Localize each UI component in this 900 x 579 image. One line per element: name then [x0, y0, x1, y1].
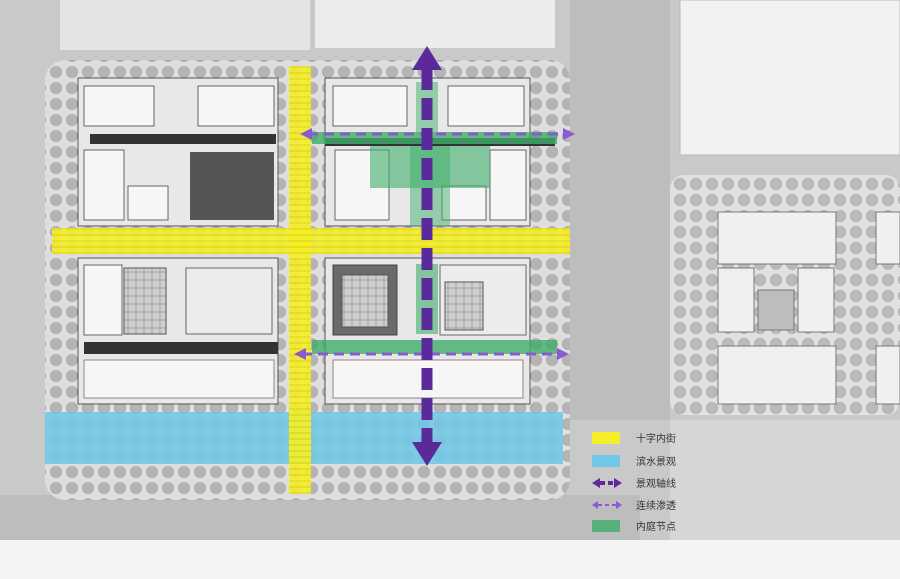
- ne-building-2: [447, 85, 525, 127]
- legend-label-courtyard-node: 内庭节点: [636, 520, 676, 533]
- north-building-right: [315, 0, 555, 48]
- se-building-grid: [341, 274, 389, 328]
- north-building-left: [60, 0, 310, 50]
- east-building-2: [717, 267, 755, 333]
- legend-swatch-waterfront: [592, 455, 620, 467]
- cross-street-vertical: [289, 66, 311, 494]
- sw-building-grid: [123, 267, 167, 335]
- continuous-permeation-north: [300, 128, 575, 140]
- legend-swatch-continuous-permeation: [592, 501, 622, 509]
- cross-street-horizontal: [52, 228, 570, 254]
- legend-swatch-courtyard-node: [592, 520, 620, 532]
- landscape-axis: [412, 46, 442, 466]
- legend-label-continuous-permeation: 连续渗透: [636, 499, 676, 512]
- legend-label-landscape-axis: 景观轴线: [636, 477, 676, 490]
- legend-swatch-landscape-axis: [592, 478, 622, 488]
- road-vertical-east: [570, 0, 670, 420]
- legend: 十字内街 滨水景观 景观轴线 连续渗透 内庭节点: [592, 432, 676, 533]
- east-building-3: [797, 267, 835, 333]
- east-building-5: [717, 345, 837, 405]
- east-building-1: [717, 211, 837, 265]
- nw-building-4: [190, 152, 274, 220]
- nw-building-3: [83, 149, 125, 221]
- legend-label-cross-street: 十字内街: [636, 432, 676, 445]
- legend-label-waterfront: 滨水景观: [636, 455, 676, 468]
- nw-building-1: [83, 85, 155, 127]
- east-building-4: [757, 289, 795, 331]
- road-south: [0, 495, 640, 540]
- east-district-north: [679, 0, 900, 156]
- east-district-south: [670, 420, 900, 540]
- ne-building-1: [332, 85, 408, 127]
- legend-swatch-cross-street: [592, 432, 620, 444]
- nw-building-2: [197, 85, 275, 127]
- courtyard-node-strip-south: [312, 340, 557, 354]
